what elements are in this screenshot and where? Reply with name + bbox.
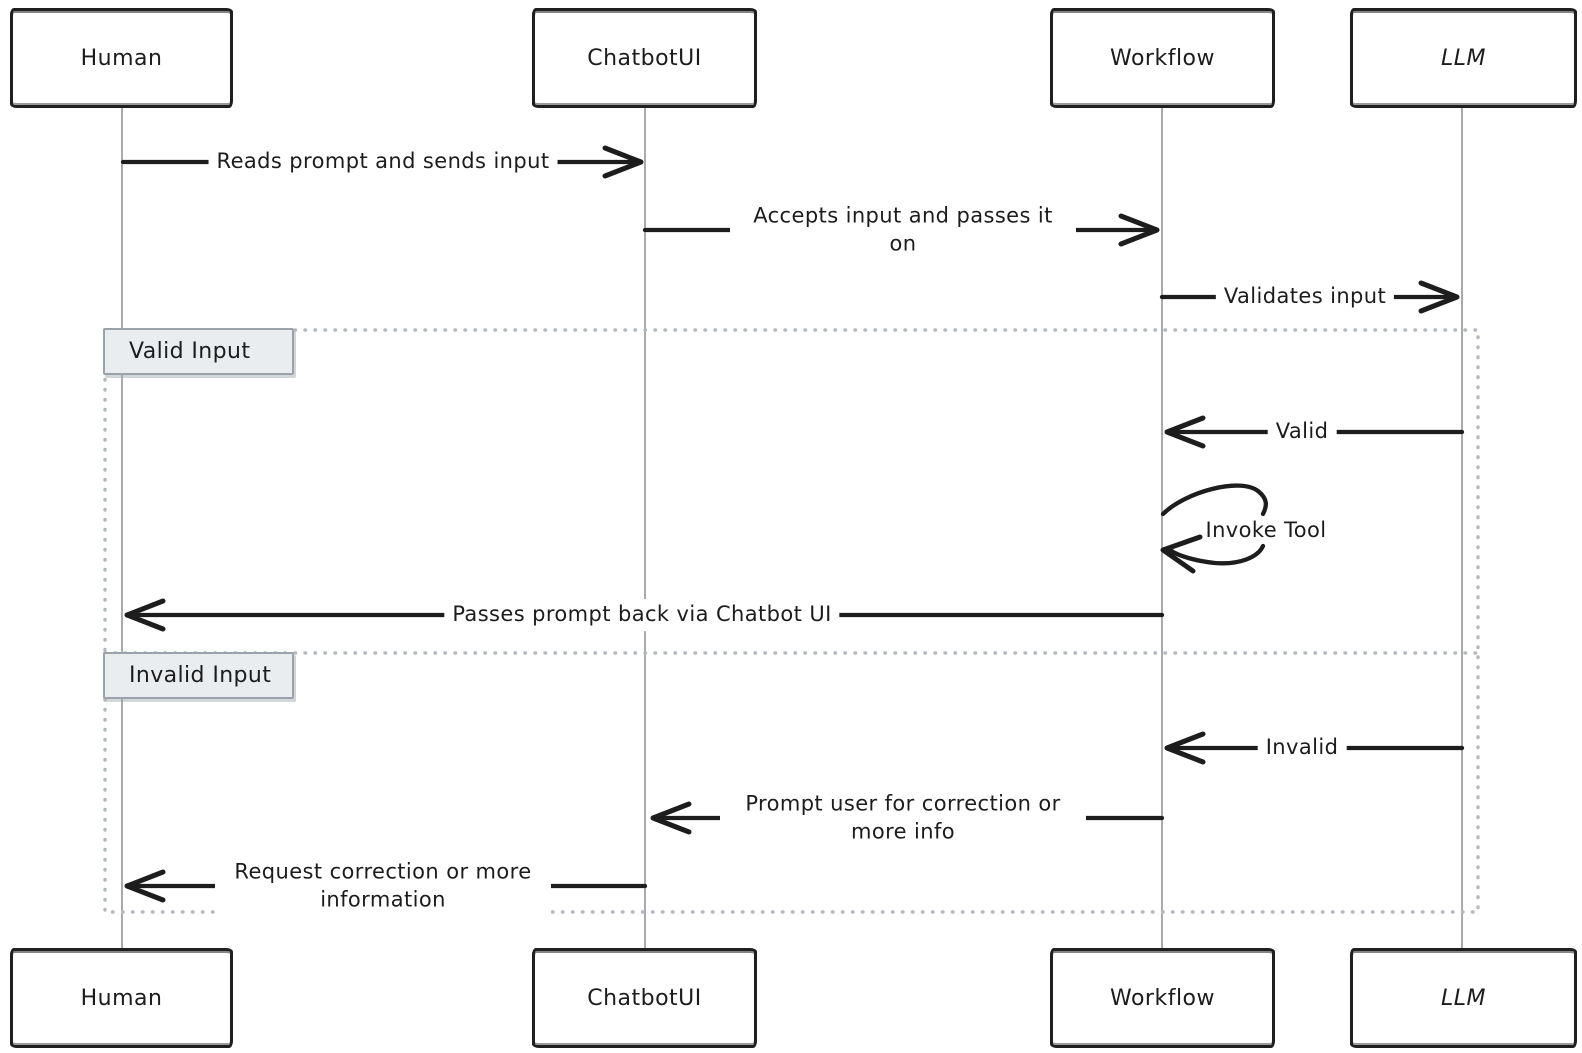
- message-label-reads-prompt: Reads prompt and sends input: [208, 146, 558, 178]
- actor-label: LLM: [1441, 45, 1486, 71]
- arrowhead-left-icon: [1164, 731, 1206, 765]
- frame-label-valid-input: Valid Input: [103, 328, 294, 375]
- arrowhead-right-icon: [602, 145, 644, 179]
- actor-box-llm-top: LLM: [1350, 8, 1577, 108]
- message-arrow-invoke-tool-loop: [1160, 483, 1268, 574]
- actor-box-human-bottom: Human: [10, 948, 233, 1048]
- actor-box-chatbotui-bottom: ChatbotUI: [532, 948, 757, 1048]
- message-label-request-correction: Request correction or more information: [215, 856, 551, 916]
- message-label-validates-input: Validates input: [1215, 281, 1395, 313]
- actor-label: Workflow: [1109, 985, 1216, 1011]
- message-label-invalid: Invalid: [1257, 732, 1347, 764]
- message-label-prompt-user: Prompt user for correction or more info: [720, 788, 1086, 848]
- actor-box-workflow-bottom: Workflow: [1050, 948, 1275, 1048]
- arrowhead-left-icon: [650, 801, 692, 835]
- arrowhead-left-icon: [124, 869, 166, 903]
- message-label-valid: Valid: [1267, 416, 1337, 448]
- arrowhead-left-icon: [1164, 415, 1206, 449]
- frame-label-text: Invalid Input: [129, 663, 272, 688]
- arrowhead-right-icon: [1118, 213, 1160, 247]
- actor-label: Human: [80, 45, 163, 71]
- arrowhead-left-icon: [124, 598, 166, 632]
- arrowhead-right-icon: [1418, 280, 1460, 314]
- actor-box-human-top: Human: [10, 8, 233, 108]
- actor-label: ChatbotUI: [587, 985, 702, 1011]
- actor-label: LLM: [1441, 985, 1486, 1011]
- alt-frame-border: [103, 328, 1480, 914]
- frame-label-text: Valid Input: [129, 339, 251, 364]
- actor-label: Human: [80, 985, 163, 1011]
- message-label-passes-prompt-back: Passes prompt back via Chatbot UI: [444, 599, 840, 631]
- actor-label: ChatbotUI: [587, 45, 702, 71]
- message-label-accepts-input: Accepts input and passes it on: [730, 200, 1076, 260]
- actor-box-workflow-top: Workflow: [1050, 8, 1275, 108]
- actor-label: Workflow: [1109, 45, 1216, 71]
- frame-label-invalid-input: Invalid Input: [103, 652, 294, 699]
- message-label-invoke-tool: Invoke Tool: [1205, 518, 1327, 543]
- arrowhead-left-icon: [1160, 534, 1203, 574]
- actor-box-llm-bottom: LLM: [1350, 948, 1577, 1048]
- actor-box-chatbotui-top: ChatbotUI: [532, 8, 757, 108]
